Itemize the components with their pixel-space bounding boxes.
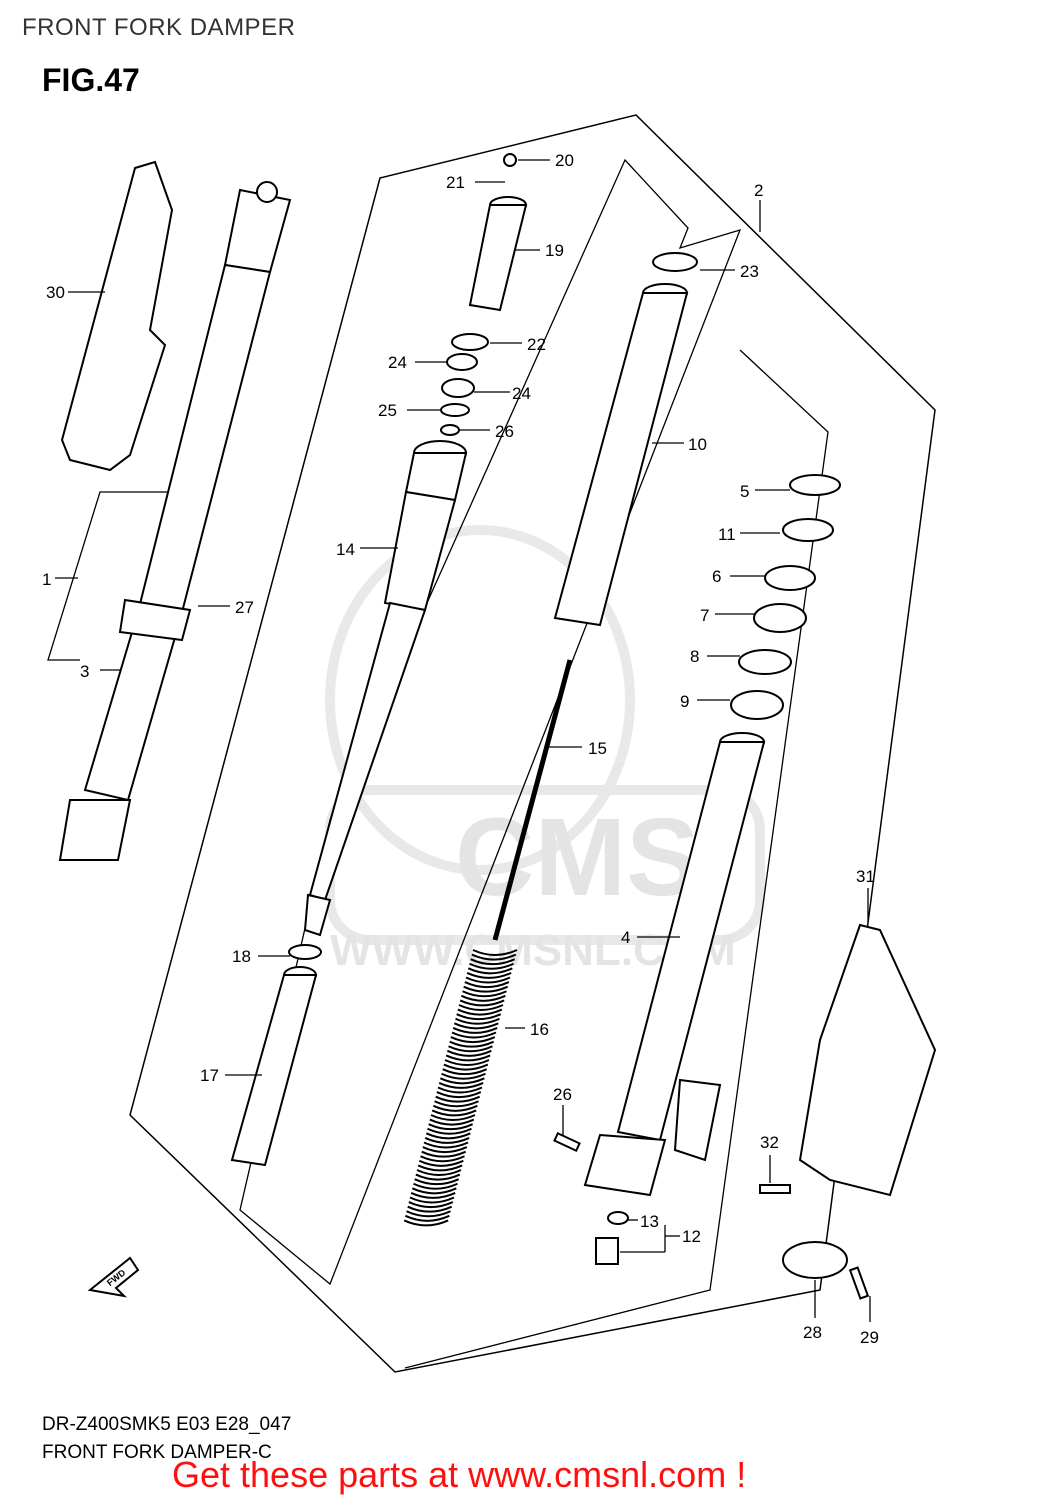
lower-tube-4 [583, 732, 766, 1197]
group-frame-2 [129, 114, 936, 1373]
callout-28: 27 [235, 598, 254, 617]
callout-24a: 24 [388, 353, 407, 372]
callout-11: 11 [718, 525, 736, 544]
fork-spring [403, 949, 518, 1227]
callout-12: 12 [682, 1227, 701, 1246]
seals-5-9 [730, 474, 841, 720]
callout-24b: 24 [512, 384, 531, 403]
model-code: DR-Z400SMK5 E03 E28_047 [42, 1414, 292, 1435]
diagram-name: FRONT FORK DAMPER-C [42, 1442, 272, 1463]
callout-16: 16 [530, 1020, 549, 1039]
bracket-1 [47, 491, 170, 661]
callout-14: 14 [336, 540, 355, 559]
callout-10: 10 [688, 435, 707, 454]
watermark-brand: CMS [455, 796, 699, 919]
callout-13: 13 [640, 1212, 659, 1231]
callout-18: 18 [232, 947, 251, 966]
callout-2: 2 [754, 181, 763, 200]
callout-20: 20 [555, 151, 574, 170]
group-frame-inner-b [404, 349, 829, 1369]
callout-32: 31 [856, 867, 875, 886]
callout-27: 26 [553, 1085, 572, 1104]
figure-number: FIG.47 [42, 62, 140, 98]
watermark: CMS WWW.CMSNL.COM [325, 525, 765, 975]
promo-link[interactable]: Get these parts at www.cmsnl.com ! [172, 1454, 747, 1495]
callout-25: 25 [378, 401, 397, 420]
callout-23: 23 [740, 262, 759, 281]
callout-33: 32 [760, 1133, 779, 1152]
callout-29: 28 [803, 1323, 822, 1342]
callout-30: 29 [860, 1328, 879, 1347]
callout-8: 8 [690, 647, 699, 666]
valve-assembly [468, 153, 528, 312]
callout-1: 1 [42, 570, 51, 589]
callout-26: 26 [495, 422, 514, 441]
callout-3: 3 [80, 662, 89, 681]
callout-19: 19 [545, 241, 564, 260]
callout-7: 7 [700, 606, 709, 625]
callout-labels: 20 21 19 22 24 24 25 26 2 23 10 30 14 27… [42, 151, 879, 1347]
callout-6: 6 [712, 567, 721, 586]
leader-lines [55, 159, 871, 1322]
callout-21: 21 [446, 173, 465, 192]
callout-17: 17 [200, 1066, 219, 1085]
inner-tube [553, 252, 698, 627]
callout-15: 15 [588, 739, 607, 758]
callout-31: 30 [46, 283, 65, 302]
forward-arrow: FWD [87, 1256, 140, 1298]
fork-guard-right [798, 923, 937, 1197]
push-rod [492, 659, 573, 941]
callout-4: 4 [621, 928, 630, 947]
rings-22-26 [440, 333, 489, 436]
small-hardware [553, 1131, 870, 1300]
spacer-17 [230, 944, 322, 1167]
callout-22: 22 [527, 335, 546, 354]
callout-5: 5 [740, 482, 749, 501]
fork-guard-left [60, 160, 174, 472]
damper-rod [303, 440, 468, 937]
outer-tube-left [58, 181, 292, 861]
page-title: FRONT FORK DAMPER [22, 14, 296, 41]
callout-9: 9 [680, 692, 689, 711]
